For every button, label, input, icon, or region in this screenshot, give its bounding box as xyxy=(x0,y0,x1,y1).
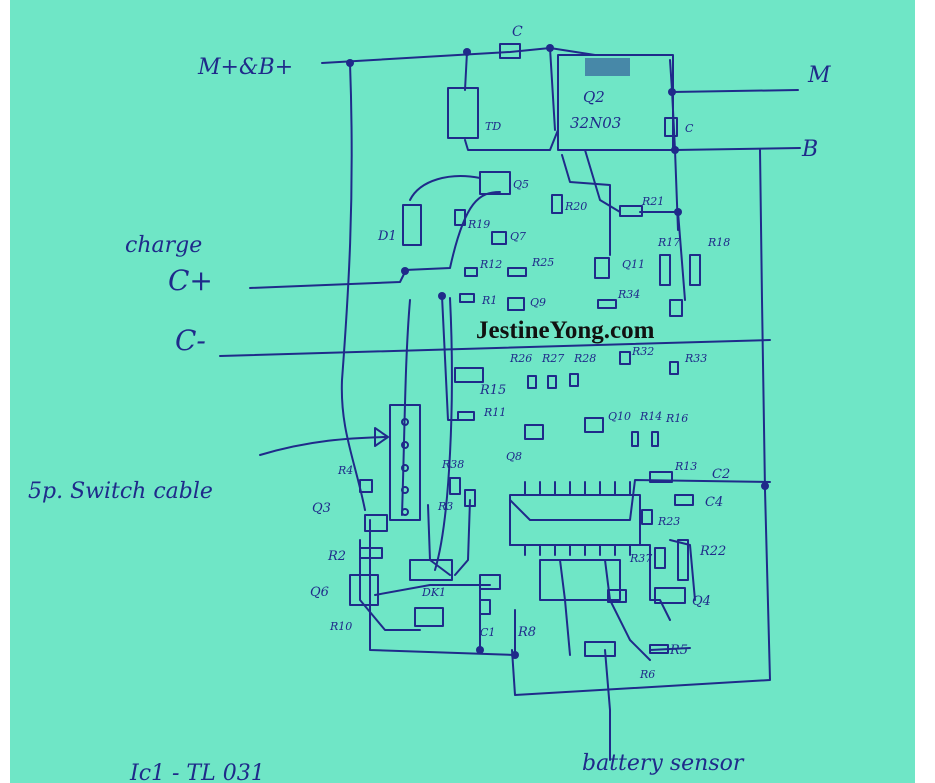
q3-label: Q3 xyxy=(312,501,331,516)
r3-label: R3 xyxy=(437,500,453,513)
r17-label: R17 xyxy=(657,236,680,249)
r13-label: R13 xyxy=(674,460,697,473)
r38-label: R38 xyxy=(441,458,464,471)
c-top-label: C xyxy=(512,24,523,40)
r5-label: R5 xyxy=(669,643,688,658)
q8-label: Q8 xyxy=(506,450,522,463)
component-symbols xyxy=(349,43,701,657)
q2-mosfet-body xyxy=(557,54,674,151)
r1-label: R1 xyxy=(481,294,497,307)
battery-sensor-label: battery sensor xyxy=(582,751,745,776)
b-output-label: B xyxy=(801,137,818,162)
r19-label: R19 xyxy=(467,218,490,231)
switch-connector xyxy=(389,404,421,521)
r20-label: R20 xyxy=(564,200,587,213)
r23-label: R23 xyxy=(657,515,680,528)
td-label: TD xyxy=(485,120,501,133)
dk1-label: DK1 xyxy=(421,586,446,599)
r12-label: R12 xyxy=(479,258,502,271)
q2-part-label: 32N03 xyxy=(570,114,621,132)
schematic-paper: M+&B+ M B charge C+ C- 5p. Switch cable … xyxy=(10,0,915,783)
c4-label: C4 xyxy=(705,495,723,510)
r10-label: R10 xyxy=(329,620,352,633)
charge-plus-label: C+ xyxy=(168,264,213,297)
r22-label: R22 xyxy=(699,544,726,559)
r27-label: R27 xyxy=(541,352,564,365)
r28-label: R28 xyxy=(573,352,596,365)
battery-sensor-connector xyxy=(584,641,616,657)
charge-title-label: charge xyxy=(125,233,202,258)
r8-label: R8 xyxy=(517,625,536,640)
component-labels: C Q2 32N03 C TD D1 Q5 R19 R20 R21 Q7 R17… xyxy=(310,24,730,681)
q7-label: Q7 xyxy=(510,230,526,243)
r25-label: R25 xyxy=(531,256,554,269)
r33-label: R33 xyxy=(684,352,707,365)
r34-label: R34 xyxy=(617,288,640,301)
c2-label: C2 xyxy=(712,467,730,482)
q10-label: Q10 xyxy=(608,410,631,423)
r2-label: R2 xyxy=(327,549,346,564)
circuit-schematic: M+&B+ M B charge C+ C- 5p. Switch cable … xyxy=(28,24,831,783)
c-right-label: C xyxy=(685,122,694,135)
r18-label: R18 xyxy=(707,236,730,249)
wiring xyxy=(219,47,801,761)
r4-label: R4 xyxy=(337,464,353,477)
q4-label: Q4 xyxy=(692,594,711,609)
ic1-chip xyxy=(509,494,641,546)
m-output-label: M xyxy=(807,63,831,88)
r16-label: R16 xyxy=(665,412,688,425)
q2-label: Q2 xyxy=(583,88,605,106)
switch-cable-label: 5p. Switch cable xyxy=(28,479,213,504)
motor-battery-plus-label: M+&B+ xyxy=(197,55,293,80)
r11-label: R11 xyxy=(483,406,506,419)
ic1-pins xyxy=(524,481,631,556)
r32-label: R32 xyxy=(631,345,654,358)
q6-label: Q6 xyxy=(310,585,329,600)
bottom-note-label: Ic1 - TL 031 xyxy=(129,761,265,783)
charge-minus-label: C- xyxy=(175,324,206,357)
terminal-labels: M+&B+ M B charge C+ C- 5p. Switch cable … xyxy=(28,55,831,783)
r37-label: R37 xyxy=(629,552,652,565)
d1-diode xyxy=(402,204,422,246)
c1-label: C1 xyxy=(480,626,495,639)
watermark: JestineYong.com xyxy=(476,317,655,344)
d1-label: D1 xyxy=(377,229,397,244)
q11-label: Q11 xyxy=(622,258,645,271)
r26-label: R26 xyxy=(509,352,532,365)
r6-label: R6 xyxy=(639,668,655,681)
r21-label: R21 xyxy=(641,195,664,208)
r15-label: R15 xyxy=(479,383,506,398)
r14-label: R14 xyxy=(639,410,662,423)
q5-label: Q5 xyxy=(513,178,529,191)
q9-label: Q9 xyxy=(530,296,546,309)
